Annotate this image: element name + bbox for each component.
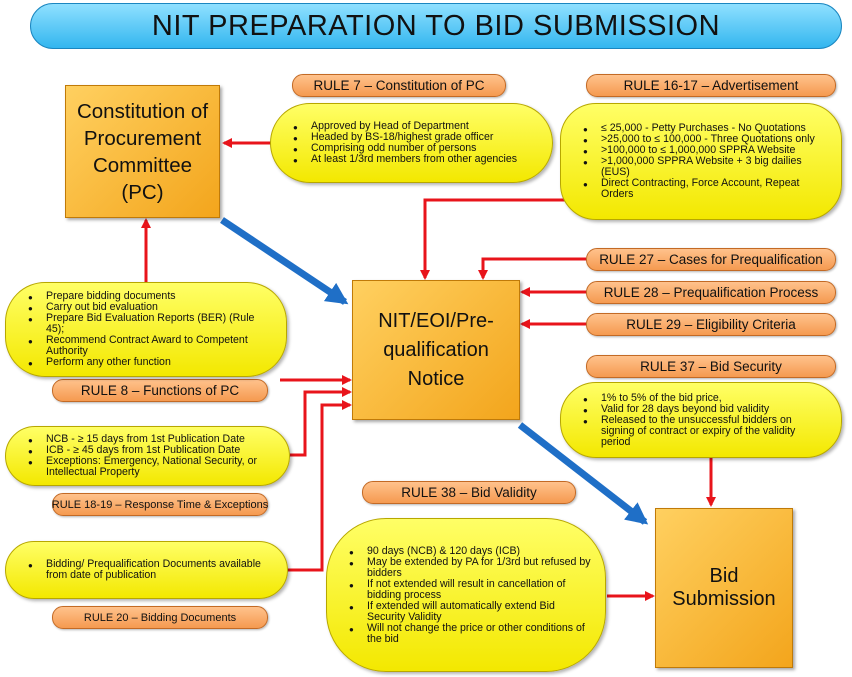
arrow-advert-to-nit	[420, 198, 585, 280]
bullet-item: >100,000 to ≤ 1,000,000 SPPRA Website	[583, 145, 827, 158]
bid-submission-label: Bid Submission	[672, 565, 776, 610]
rule-20-details-bubble: Bidding/ Prequalification Documents avai…	[5, 541, 288, 599]
bullet-item: ≤ 25,000 - Petty Purchases - No Quotatio…	[583, 123, 827, 136]
arrow-response-to-nit	[290, 387, 352, 457]
bullet-item: Approved by Head of Department	[293, 121, 517, 134]
constitution-of-pc-label: Constitution of Procurement Committee (P…	[76, 99, 209, 204]
rule-16-17-label: RULE 16-17 – Advertisement	[586, 74, 836, 97]
blue-arrow-nit-to-bid	[517, 422, 649, 525]
bullet-item: If extended will automatically extend Bi…	[349, 600, 591, 623]
bullet-item: Comprising odd number of persons	[293, 143, 517, 156]
bullet-item: Will not change the price or other condi…	[349, 622, 591, 645]
rule-18-19-details-bubble: NCB - ≥ 15 days from 1st Publication Dat…	[5, 426, 290, 486]
rule-8-label: RULE 8 – Functions of PC	[52, 379, 268, 402]
rule-7-details-bubble: Approved by Head of Department Headed by…	[270, 103, 553, 183]
bullet-item: Exceptions: Emergency, National Security…	[28, 456, 275, 478]
arrow-rule27-to-nit	[478, 257, 586, 280]
bullet-item: May be extended by PA for 1/3rd but refu…	[349, 556, 591, 579]
bullet-item: Bidding/ Prequalification Documents avai…	[28, 559, 273, 581]
nit-notice-label: NIT/EOI/Pre-qualification Notice	[378, 309, 494, 390]
bullet-item: Headed by BS-18/highest grade officer	[293, 132, 517, 145]
bullet-item: Carry out bid evaluation	[28, 302, 272, 315]
bullet-item: Recommend Contract Award to Competent Au…	[28, 335, 272, 357]
rule-27-label: RULE 27 – Cases for Prequalification	[586, 248, 836, 271]
bullet-item: 1% to 5% of the bid price,	[583, 392, 827, 405]
rule-7-label: RULE 7 – Constitution of PC	[292, 74, 506, 97]
rule-18-19-label: RULE 18-19 – Response Time & Exceptions	[52, 493, 268, 516]
rule-38-label: RULE 38 – Bid Validity	[362, 481, 576, 504]
nit-notice-box: NIT/EOI/Pre-qualification Notice	[352, 280, 520, 420]
bullet-item: Released to the unsuccessful bidders on …	[583, 414, 827, 448]
bullet-item: Perform any other function	[28, 357, 272, 370]
blue-arrow-pc-to-nit	[220, 217, 349, 305]
bid-submission-box: Bid Submission	[655, 508, 793, 668]
rule-20-label: RULE 20 – Bidding Documents	[52, 606, 268, 629]
rule-28-label: RULE 28 – Prequalification Process	[586, 281, 836, 304]
rule-37-details-bubble: 1% to 5% of the bid price, Valid for 28 …	[560, 382, 842, 458]
bullet-item: >25,000 to ≤ 100,000 - Three Quotations …	[583, 134, 827, 147]
bullet-item: >1,000,000 SPPRA Website + 3 big dailies…	[583, 156, 827, 178]
rule-37-label: RULE 37 – Bid Security	[586, 355, 836, 378]
bullet-item: At least 1/3rd members from other agenci…	[293, 154, 517, 167]
rule-29-label: RULE 29 – Eligibility Criteria	[586, 313, 836, 336]
bullet-item: NCB - ≥ 15 days from 1st Publication Dat…	[28, 434, 275, 447]
bullet-item: If not extended will result in cancellat…	[349, 578, 591, 601]
rule-38-details-bubble: 90 days (NCB) & 120 days (ICB) May be ex…	[326, 518, 606, 672]
bullet-item: Prepare Bid Evaluation Reports (BER) (Ru…	[28, 313, 272, 335]
constitution-of-pc-box: Constitution of Procurement Committee (P…	[65, 85, 220, 218]
rule-8-details-bubble: Prepare bidding documents Carry out bid …	[5, 282, 287, 377]
bullet-item: Valid for 28 days beyond bid validity	[583, 403, 827, 416]
bullet-item: Direct Contracting, Force Account, Repea…	[583, 178, 827, 200]
page-title: NIT PREPARATION TO BID SUBMISSION	[30, 3, 842, 49]
bullet-item: Prepare bidding documents	[28, 291, 272, 304]
bullet-item: 90 days (NCB) & 120 days (ICB)	[349, 545, 591, 558]
bullet-item: ICB - ≥ 45 days from 1st Publication Dat…	[28, 445, 275, 458]
arrow-docs-to-nit	[288, 400, 352, 572]
rule-16-17-details-bubble: ≤ 25,000 - Petty Purchases - No Quotatio…	[560, 103, 842, 220]
